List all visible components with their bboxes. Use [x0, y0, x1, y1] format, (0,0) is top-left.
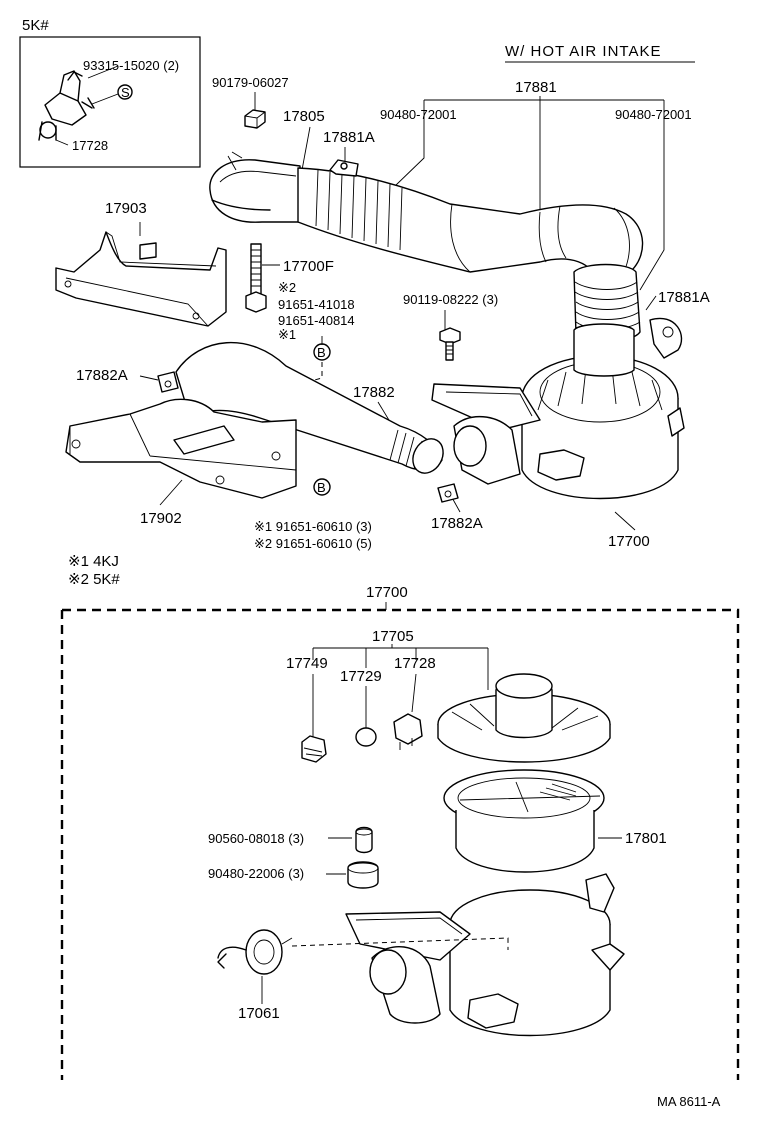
disc-label: 17729	[340, 668, 382, 685]
note-bolt-1: ※1 91651-60610 (3)	[254, 519, 372, 534]
inset-5k-panel: 5K# S 93315-15020 (2) 17728	[19, 17, 201, 168]
clamp-17881a-upper	[329, 159, 359, 177]
cap-17705	[437, 673, 611, 763]
marker-b-lower-text: B	[317, 480, 326, 495]
bolt-bracket-label: 90119-08222 (3)	[403, 292, 498, 307]
footer-code: MA 8611-A	[657, 1094, 721, 1109]
bracket-lower-label: 17902	[140, 510, 182, 527]
diaphragm-label: 17061	[238, 1005, 280, 1022]
note-bolt-2: ※2 91651-60610 (5)	[254, 536, 372, 551]
marker-b-upper-text: B	[317, 345, 326, 360]
duct-hose-label: 17882	[353, 384, 395, 401]
bracket-top-label: 17903	[105, 200, 147, 217]
stud-label: 17700F	[283, 258, 334, 275]
element-17801	[443, 769, 605, 873]
cleaner-17700-top	[431, 317, 685, 500]
marker-b-upper: B	[313, 343, 331, 361]
inlet-hose-17805	[209, 151, 301, 223]
nut-90179	[244, 109, 266, 129]
inset-screw-label: 93315-15020 (2)	[83, 58, 179, 73]
inset-frame	[19, 36, 201, 168]
clamp-17882a-left	[157, 371, 179, 393]
inset-title: 5K#	[22, 17, 49, 34]
valve-label: 17749	[286, 655, 328, 672]
hose-group-label: 17881	[515, 79, 557, 96]
clamp-17882a-bottom	[437, 483, 459, 503]
inset-sensor-drawing: S	[38, 65, 133, 146]
header-title: W/ HOT AIR INTAKE	[505, 43, 661, 60]
cap-group-label: 17705	[372, 628, 414, 645]
collar-label: 90560-08018 (3)	[208, 831, 304, 846]
clamp-a-bottom-label: 17882A	[431, 515, 483, 532]
exploded-frame	[60, 608, 740, 1080]
exploded-assy-label: 17700	[366, 584, 408, 601]
hose-clamp-b-label: 17881A	[658, 289, 710, 306]
grommet-label: 90480-22006 (3)	[208, 866, 304, 881]
hose-clamp-a-label: 17881A	[323, 129, 375, 146]
clamp-right-label: 90480-72001	[615, 107, 692, 122]
disc-17729	[355, 727, 377, 747]
inset-s-marker: S	[121, 85, 130, 100]
bracket-17903	[55, 231, 227, 327]
bolt-1-label: 91651-41018	[278, 297, 355, 312]
diaphragm-17061	[217, 929, 293, 975]
collar-90560	[355, 826, 373, 854]
grommet-90480	[347, 861, 379, 889]
note-mark1: ※1	[278, 327, 296, 342]
diaphragm-dashline	[291, 937, 509, 950]
marker-b-lower: B	[313, 478, 331, 496]
top-leader-lines	[139, 92, 665, 531]
bolt-90119	[439, 327, 461, 361]
valve-17749	[301, 735, 327, 763]
bracket-17902	[65, 398, 297, 499]
legend-line2: ※2 5K#	[68, 571, 120, 588]
element-label: 17801	[625, 830, 667, 847]
clamp-a-left-label: 17882A	[76, 367, 128, 384]
clamp-left-label: 90480-72001	[380, 107, 457, 122]
stud-17700f	[245, 243, 267, 313]
inset-sensor-label: 17728	[72, 138, 108, 153]
legend-line1: ※1 4KJ	[68, 553, 119, 570]
hose-17881	[297, 167, 644, 285]
nut-label: 90179-06027	[212, 75, 289, 90]
sensor-label: 17728	[394, 655, 436, 672]
duct-17882	[175, 342, 444, 474]
case-lower	[345, 873, 625, 1037]
inlet-hose-label: 17805	[283, 108, 325, 125]
sensor-17728	[393, 713, 423, 750]
note-mark2: ※2	[278, 280, 296, 295]
cleaner-assy-label: 17700	[608, 533, 650, 550]
bolt-2-label: 91651-40814	[278, 313, 355, 328]
